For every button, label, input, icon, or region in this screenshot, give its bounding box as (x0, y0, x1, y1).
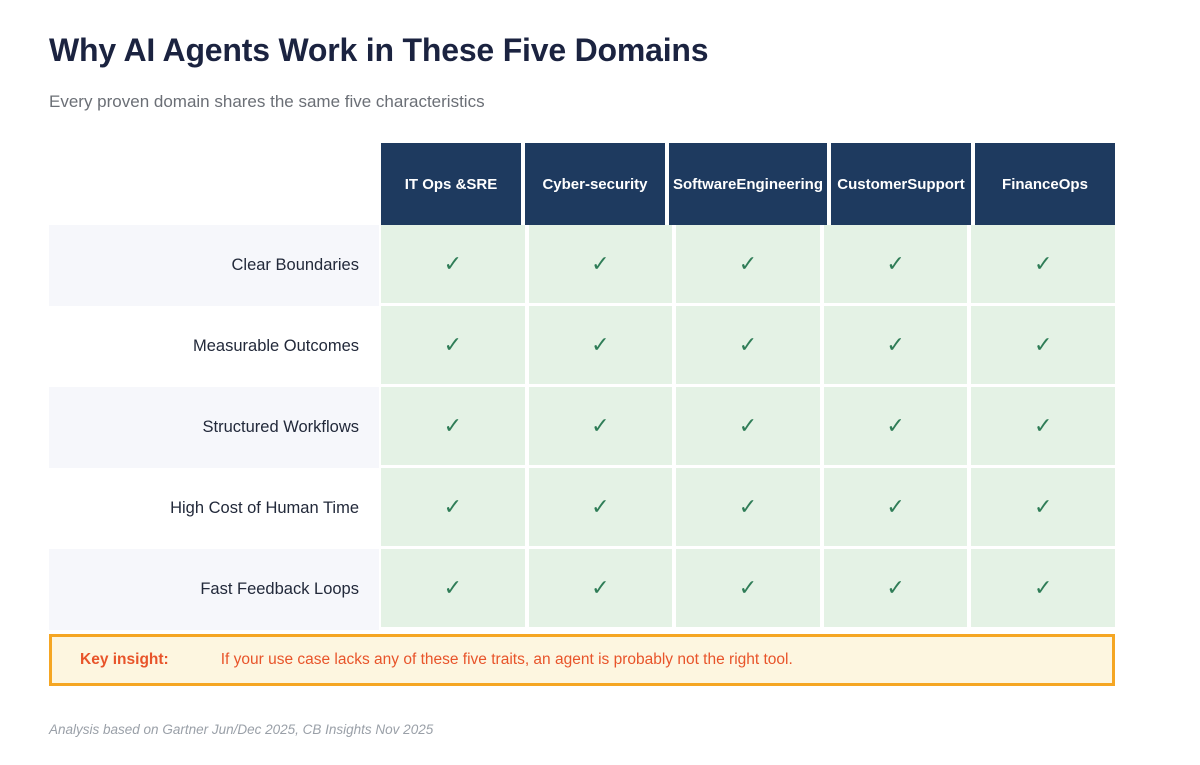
check-icon: ✓ (971, 306, 1115, 384)
table-row: Fast Feedback Loops ✓ ✓ ✓ ✓ ✓ (49, 549, 1115, 630)
check-icon: ✓ (823, 387, 968, 465)
column-header-software-engineering: Software Engineering (668, 143, 828, 225)
check-icon: ✓ (528, 225, 673, 303)
check-icon: ✓ (381, 306, 525, 384)
column-header-line2: Engineering (736, 175, 824, 193)
check-icon: ✓ (971, 468, 1115, 546)
check-icon: ✓ (676, 306, 820, 384)
column-header-line1: Customer (837, 175, 908, 193)
check-icon: ✓ (823, 549, 968, 627)
column-header-customer-support: Customer Support (831, 143, 971, 225)
check-icon: ✓ (528, 306, 673, 384)
column-header-line1: IT Ops & (404, 175, 467, 193)
key-insight-banner: Key insight: If your use case lacks any … (49, 634, 1115, 686)
table-row: Clear Boundaries ✓ ✓ ✓ ✓ ✓ (49, 225, 1115, 306)
column-header-line1: Cyber- (542, 175, 590, 193)
check-icon: ✓ (971, 549, 1115, 627)
check-icon: ✓ (823, 306, 968, 384)
source-note: Analysis based on Gartner Jun/Dec 2025, … (49, 722, 434, 737)
check-icon: ✓ (528, 468, 673, 546)
check-icon: ✓ (528, 387, 673, 465)
table-row: Structured Workflows ✓ ✓ ✓ ✓ ✓ (49, 387, 1115, 468)
row-label-clear-boundaries: Clear Boundaries (49, 225, 379, 306)
check-icon: ✓ (381, 225, 525, 303)
key-insight-text: If your use case lacks any of these five… (220, 651, 793, 668)
column-header-line2: security (589, 175, 648, 193)
column-header-line1: Finance (1002, 175, 1059, 193)
matrix-corner-cell (49, 143, 379, 225)
check-icon: ✓ (823, 468, 968, 546)
check-icon: ✓ (381, 387, 525, 465)
column-header-finance-ops: Finance Ops (975, 143, 1115, 225)
column-header-line2: Ops (1058, 175, 1088, 193)
column-header-cybersecurity: Cyber- security (524, 143, 665, 225)
row-label-fast-feedback-loops: Fast Feedback Loops (49, 549, 379, 630)
check-icon: ✓ (676, 549, 820, 627)
check-icon: ✓ (676, 387, 820, 465)
page-title: Why AI Agents Work in These Five Domains (49, 32, 709, 68)
key-insight-label: Key insight: (80, 651, 169, 668)
check-icon: ✓ (971, 387, 1115, 465)
check-icon: ✓ (971, 225, 1115, 303)
check-icon: ✓ (823, 225, 968, 303)
check-icon: ✓ (676, 225, 820, 303)
table-row: Measurable Outcomes ✓ ✓ ✓ ✓ ✓ (49, 306, 1115, 387)
check-icon: ✓ (528, 549, 673, 627)
check-icon: ✓ (381, 468, 525, 546)
capability-matrix: IT Ops & SRE Cyber- security Software En… (49, 143, 1115, 630)
page-subtitle: Every proven domain shares the same five… (49, 92, 485, 111)
matrix-header-row: IT Ops & SRE Cyber- security Software En… (49, 143, 1115, 225)
column-header-it-ops-sre: IT Ops & SRE (381, 143, 521, 225)
check-icon: ✓ (676, 468, 820, 546)
column-header-line2: SRE (466, 175, 498, 193)
row-label-high-cost-of-human-time: High Cost of Human Time (49, 468, 379, 549)
column-header-line1: Software (672, 175, 737, 193)
check-icon: ✓ (381, 549, 525, 627)
row-label-structured-workflows: Structured Workflows (49, 387, 379, 468)
row-label-measurable-outcomes: Measurable Outcomes (49, 306, 379, 387)
table-row: High Cost of Human Time ✓ ✓ ✓ ✓ ✓ (49, 468, 1115, 549)
column-header-line2: Support (907, 175, 965, 193)
